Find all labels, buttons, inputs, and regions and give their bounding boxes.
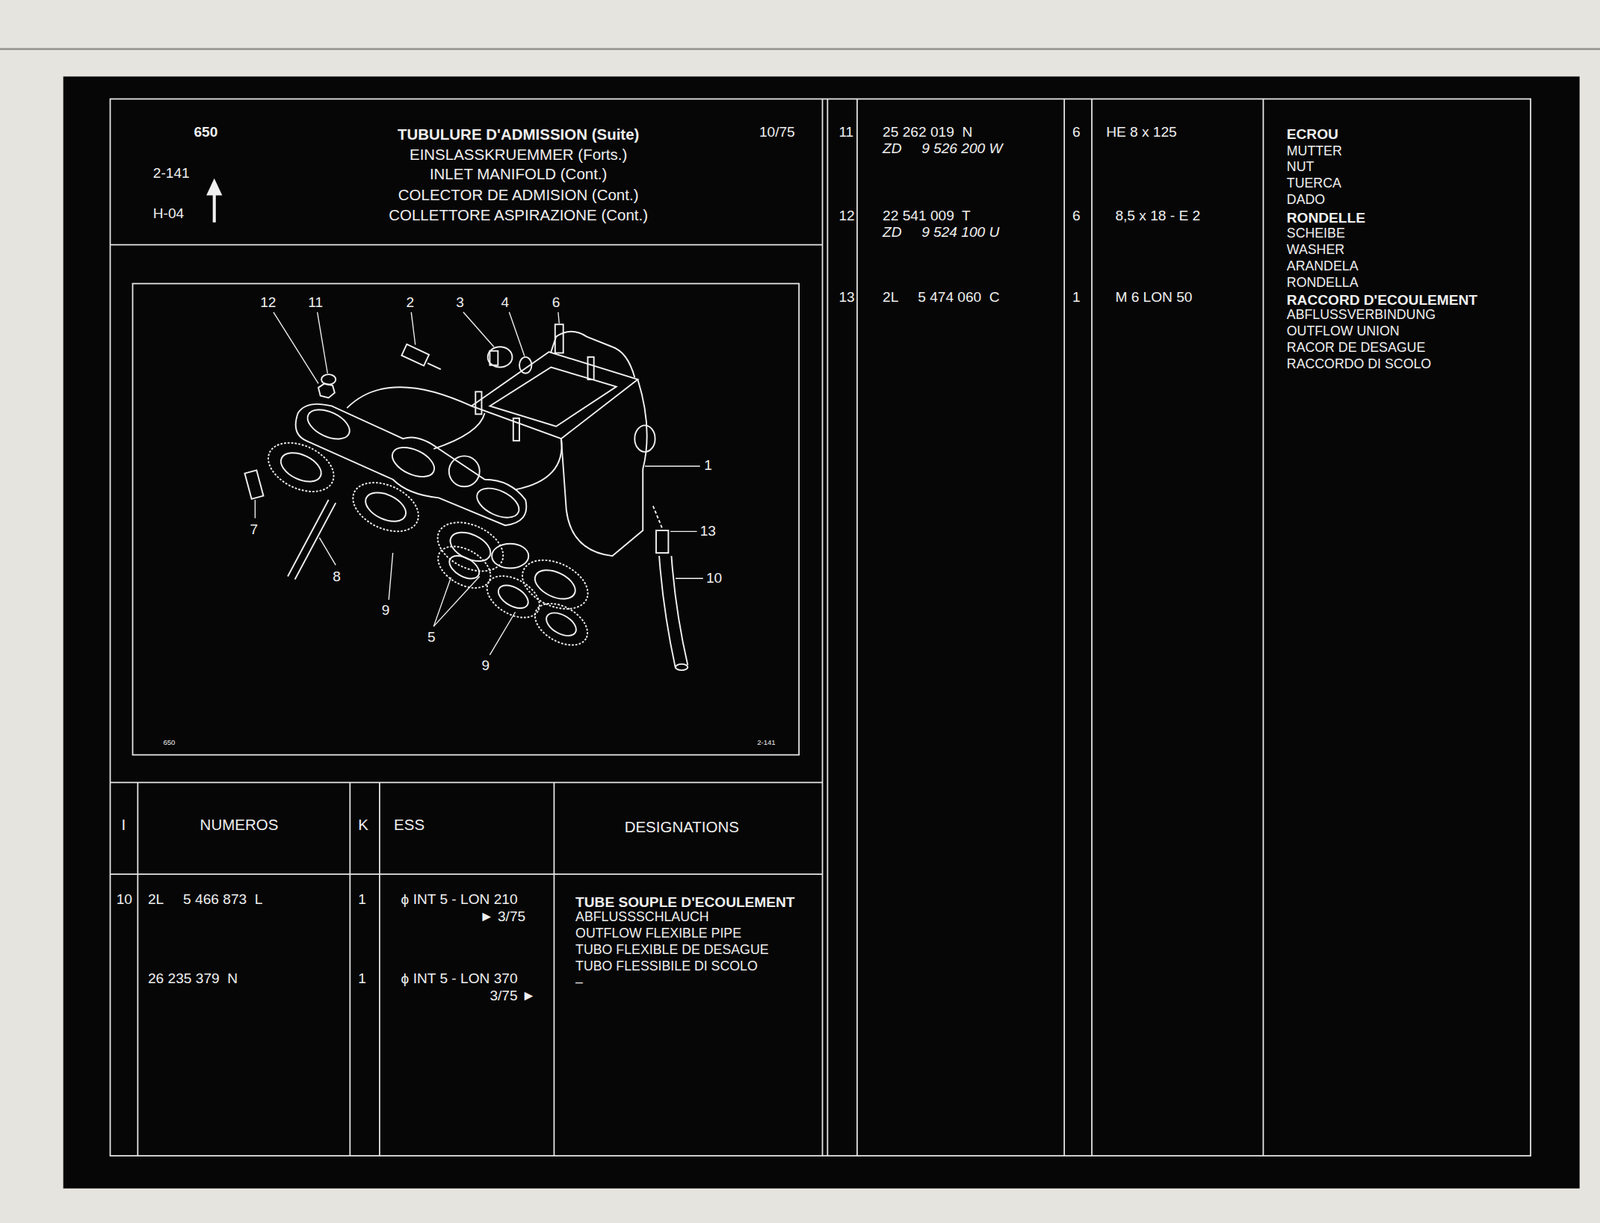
- header-panel: 650 2-141H-04 TUBULURE D'ADMISSION (Suite)…: [109, 98, 823, 245]
- figure-reference: 2-141: [153, 164, 190, 181]
- table-cell: ϕ INT 5 - LON 370: [401, 970, 518, 988]
- table-cell: ECROU: [1286, 125, 1339, 142]
- callout-number: 10: [706, 569, 722, 586]
- callout-number: 11: [307, 293, 323, 311]
- table-cell: 6: [1072, 123, 1081, 140]
- table-cell: 1: [357, 970, 367, 988]
- title-line: COLLETTORE ASPIRAZIONE (Cont.): [314, 206, 723, 225]
- table-cell: OUTFLOW UNION: [1286, 324, 1400, 340]
- table-cell: RACCORD D'ECOULEMENT: [1286, 292, 1478, 309]
- column-heading: NUMEROS: [200, 816, 279, 835]
- table-cell: TUERCA: [1286, 176, 1342, 192]
- table-cell: ► 3/75: [479, 907, 526, 925]
- table-cell: ABFLUSSSCHLAUCH: [575, 910, 710, 926]
- callout-number: 3: [455, 293, 465, 311]
- callout-number: 8: [332, 568, 341, 586]
- table-grid: [109, 98, 1531, 1157]
- table-cell: M 6 LON 50: [1114, 288, 1192, 305]
- table-cell: DADO: [1286, 192, 1325, 208]
- manifold-illustration: [244, 324, 688, 671]
- illustration-panel: 650 2-141: [133, 283, 800, 756]
- callout-number: 9: [381, 602, 391, 619]
- table-cell: 12: [838, 207, 855, 224]
- callout-number: 6: [552, 293, 561, 311]
- corner-note: 2-141: [757, 739, 775, 748]
- table-cell: OUTFLOW FLEXIBLE PIPE: [575, 926, 742, 942]
- grid-reference: H-04: [153, 204, 184, 222]
- table-cell: TUBE SOUPLE D'ECOULEMENT: [575, 893, 795, 911]
- table-cell: TUBO FLESSIBILE DI SCOLO: [575, 959, 758, 975]
- callout-number: 4: [500, 293, 509, 311]
- table-cell: 22 541 009 T: [882, 207, 971, 224]
- table-cell: 1: [1072, 288, 1081, 305]
- callout-number: 5: [427, 628, 436, 645]
- table-cell: RACOR DE DESAGUE: [1286, 340, 1426, 356]
- column-heading: K: [357, 816, 369, 835]
- direction-arrow: [207, 179, 222, 222]
- table-cell: RONDELLE: [1286, 209, 1366, 226]
- callout-number: 13: [700, 522, 716, 539]
- table-cell: HE 8 x 125: [1106, 123, 1178, 140]
- table-cell: 11: [838, 123, 854, 140]
- table-cell: 2L 5 474 060 C: [882, 288, 1000, 305]
- callout-number: 7: [250, 521, 259, 539]
- fiche-ground: [63, 76, 1580, 1189]
- table-cell: WASHER: [1286, 242, 1345, 258]
- table-cell: 13: [838, 288, 855, 305]
- leader-lines: [254, 312, 703, 656]
- page-number: 650: [193, 123, 218, 140]
- table-cell: 26 235 379 N: [147, 970, 238, 988]
- table-cell: 25 262 019 N: [882, 123, 973, 140]
- callout-number: 1: [703, 457, 713, 474]
- title-line: EINSLASSKRUEMMER (Forts.): [314, 145, 723, 164]
- film-edge: [0, 47, 1600, 51]
- corner-note: 650: [162, 739, 175, 748]
- table-cell: 2L 5 466 873 L: [147, 890, 263, 908]
- table-cell: TUBO FLEXIBLE DE DESAGUE: [575, 943, 769, 959]
- table-cell: 3/75 ►: [489, 987, 536, 1005]
- table-cell: 1: [357, 890, 367, 908]
- table-cell: MUTTER: [1286, 144, 1343, 160]
- title-line: INLET MANIFOLD (Cont.): [314, 165, 723, 184]
- title-line: COLECTOR DE ADMISION (Cont.): [314, 186, 723, 205]
- table-cell: ARANDELA: [1286, 259, 1359, 275]
- date-code: 10/75: [759, 123, 796, 140]
- table-cell: 6: [1072, 207, 1081, 224]
- table-cell: ZD 9 526 200 W: [882, 139, 1003, 157]
- table-cell: 8,5 x 18 - E 2: [1114, 207, 1201, 224]
- title-line: TUBULURE D'ADMISSION (Suite): [314, 125, 723, 144]
- table-cell: 10: [116, 890, 133, 908]
- column-heading: ESS: [393, 816, 425, 835]
- table-cell: SCHEIBE: [1286, 226, 1346, 242]
- column-heading: I: [121, 816, 126, 835]
- table-cell: ABFLUSSVERBINDUNG: [1286, 307, 1436, 323]
- table-cell: ZD 9 524 100 U: [882, 223, 1000, 240]
- table-cell: –: [575, 975, 583, 991]
- callout-number: 2: [405, 293, 415, 311]
- table-cell: RACCORDO DI SCOLO: [1286, 357, 1432, 373]
- callout-number: 9: [481, 656, 490, 674]
- table-cell: NUT: [1286, 159, 1314, 175]
- column-heading: DESIGNATIONS: [624, 818, 740, 837]
- callout-number: 12: [260, 293, 276, 311]
- table-cell: RONDELLA: [1286, 275, 1359, 291]
- table-cell: ϕ INT 5 - LON 210: [401, 890, 518, 908]
